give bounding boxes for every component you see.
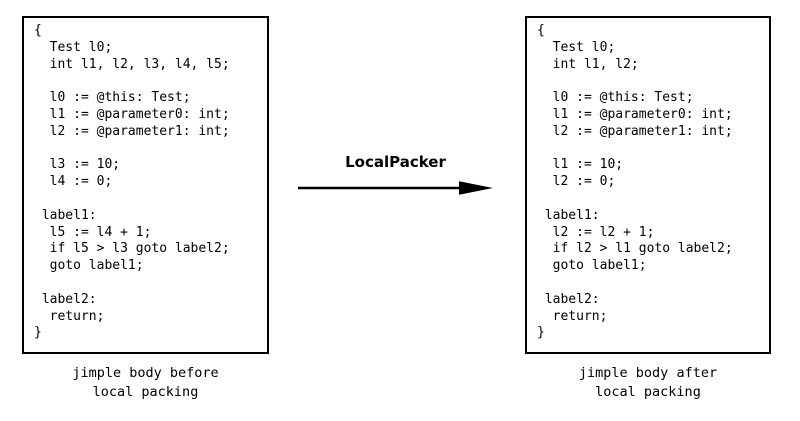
- arrow-right-icon: [298, 181, 493, 195]
- localpacker-label: LocalPacker: [345, 153, 446, 171]
- code-box-before: { Test l0; int l1, l2, l3, l4, l5; l0 :=…: [22, 16, 269, 354]
- caption-before: jimple body before local packing: [72, 365, 219, 400]
- jimple-code-before: { Test l0; int l1, l2, l3, l4, l5; l0 :=…: [34, 23, 230, 341]
- code-box-after: { Test l0; int l1, l2; l0 := @this: Test…: [525, 16, 771, 354]
- jimple-code-after: { Test l0; int l1, l2; l0 := @this: Test…: [537, 23, 733, 341]
- caption-after: jimple body after local packing: [578, 365, 718, 400]
